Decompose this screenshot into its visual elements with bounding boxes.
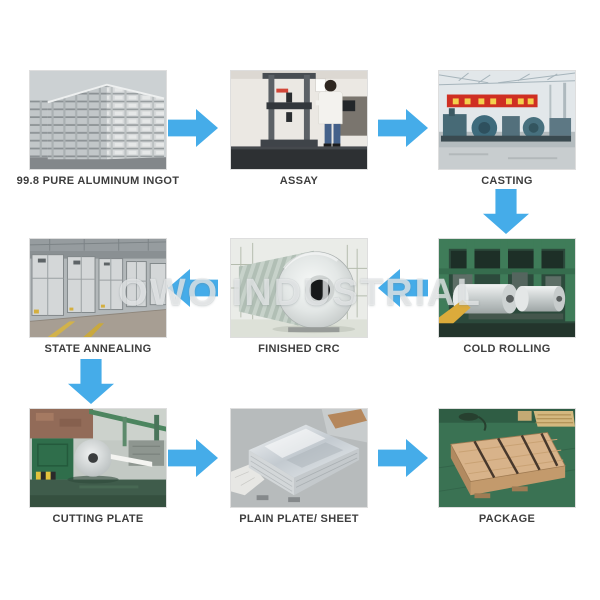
step-pure-aluminum-ingot: 99.8 PURE ALUMINUM INGOT: [17, 70, 179, 195]
step-finished-crc: FINISHED CRC: [230, 238, 368, 363]
photo-assay-lab: [230, 70, 368, 170]
step-cold-rolling: COLD ROLLING: [438, 238, 576, 363]
arrow-right-icon: [168, 109, 218, 147]
photo-annealing-furnaces: [29, 238, 167, 338]
step-package: PACKAGE: [438, 408, 576, 533]
photo-cutting-machine: [29, 408, 167, 508]
step-plain-plate-sheet: PLAIN PLATE/ SHEET: [230, 408, 368, 533]
step-cutting-plate: CUTTING PLATE: [29, 408, 167, 533]
photo-cold-rolling-mill: [438, 238, 576, 338]
arrow-down-icon: [68, 359, 114, 404]
step-label-ingot: 99.8 PURE ALUMINUM INGOT: [16, 175, 180, 187]
arrow-down-icon: [483, 189, 529, 234]
photo-aluminum-ingot-stacks: [29, 70, 167, 170]
step-state-annealing: STATE ANNEALING: [29, 238, 167, 363]
arrow-right-icon: [378, 439, 428, 477]
photo-casting-workshop: [438, 70, 576, 170]
arrow-left-icon: [168, 269, 218, 307]
step-label-assay: ASSAY: [279, 175, 319, 187]
step-label-casting: CASTING: [481, 175, 533, 187]
step-assay: ASSAY: [230, 70, 368, 195]
photo-plate-stack: [230, 408, 368, 508]
step-label-sheet: PLAIN PLATE/ SHEET: [239, 513, 359, 525]
arrow-left-icon: [378, 269, 428, 307]
photo-finished-crc-coil: [230, 238, 368, 338]
step-label-crc: FINISHED CRC: [258, 343, 340, 355]
step-label-annealing: STATE ANNEALING: [44, 343, 152, 355]
step-casting: CASTING: [438, 70, 576, 195]
photo-wooden-package: [438, 408, 576, 508]
step-label-package: PACKAGE: [478, 513, 536, 525]
arrow-right-icon: [378, 109, 428, 147]
step-label-cold-rolling: COLD ROLLING: [463, 343, 551, 355]
step-label-cutting: CUTTING PLATE: [52, 513, 144, 525]
arrow-right-icon: [168, 439, 218, 477]
